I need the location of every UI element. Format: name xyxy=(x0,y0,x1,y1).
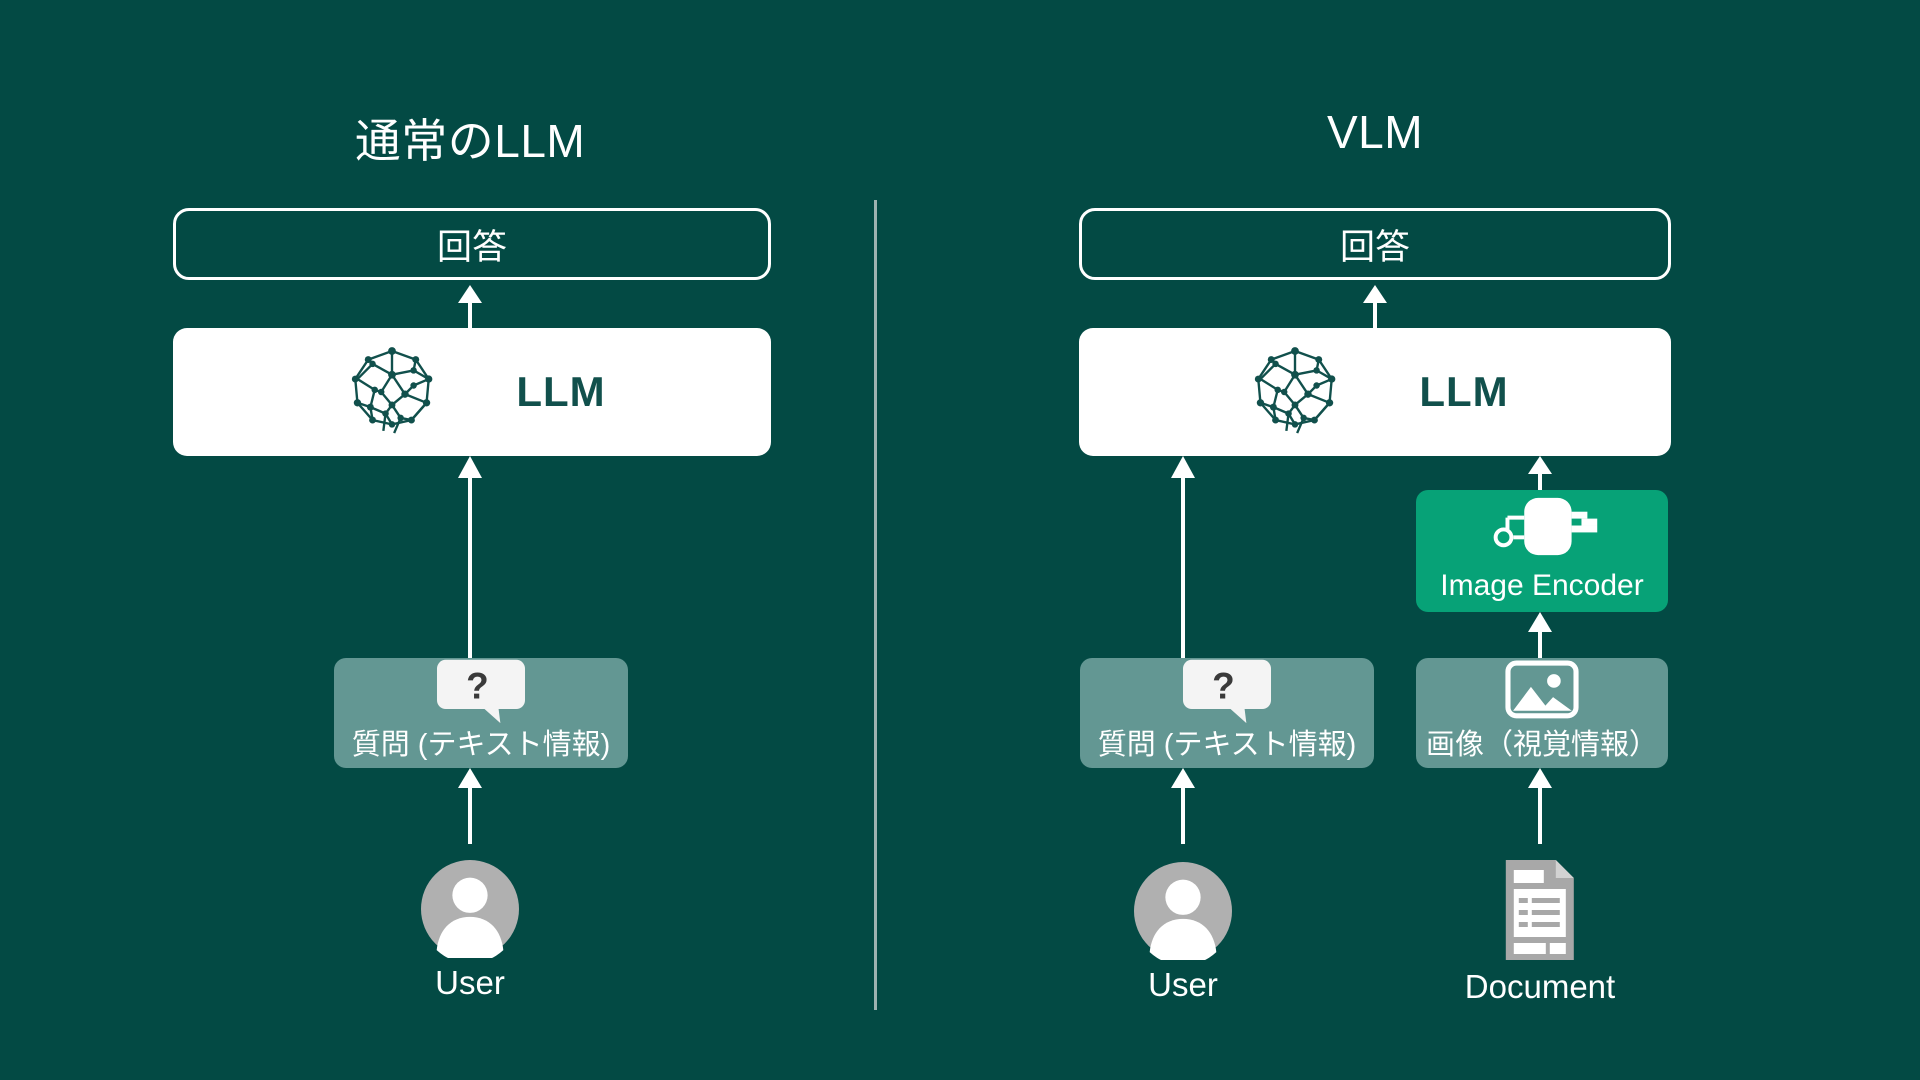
arrow-document-to-image xyxy=(1528,768,1552,844)
picture-icon xyxy=(1505,660,1579,719)
brain-network-icon xyxy=(1255,347,1336,434)
image-encoder-box: Image Encoder xyxy=(1416,490,1668,612)
image-box: 画像（視覚情報） xyxy=(1416,658,1668,768)
llm-label: LLM xyxy=(516,368,606,415)
llm-card-right: LLM xyxy=(1079,328,1671,456)
arrow-user-to-question-right xyxy=(1171,768,1195,844)
answer-box-llm: 回答 xyxy=(173,208,771,280)
question-bubble-icon: ? xyxy=(1182,659,1272,724)
answer-label-vlm: 回答 xyxy=(1339,227,1410,267)
question-label-right: 質問 (テキスト情報) xyxy=(1097,728,1357,761)
panel-title-llm: 通常のLLM xyxy=(354,115,586,167)
arrow-image-to-encoder xyxy=(1528,612,1552,660)
question-label: 質問 (テキスト情報) xyxy=(351,728,611,761)
answer-box-vlm: 回答 xyxy=(1079,208,1671,280)
user-label: User xyxy=(435,964,505,1001)
document-icon xyxy=(1506,860,1574,960)
source-document: Document xyxy=(1465,858,1615,1006)
question-box-right: ? 質問 (テキスト情報) xyxy=(1080,658,1374,768)
arrow-question-to-llm-left xyxy=(458,456,482,658)
answer-label: 回答 xyxy=(436,227,507,267)
chip-encoder-icon xyxy=(1493,497,1598,556)
user-avatar-icon xyxy=(1134,862,1232,960)
svg-text:?: ? xyxy=(1212,665,1235,706)
user-avatar-icon xyxy=(421,860,519,958)
source-user-right: User xyxy=(1134,862,1232,1004)
llm-card-left: LLM xyxy=(173,328,771,456)
arrow-llm-to-answer xyxy=(458,285,482,331)
arrow-encoder-to-llm xyxy=(1528,456,1552,490)
question-box-left: ? 質問 (テキスト情報) xyxy=(334,658,628,768)
image-encoder-label: Image Encoder xyxy=(1440,569,1644,602)
panel-divider xyxy=(874,200,877,1010)
llm-label-right: LLM xyxy=(1419,368,1509,415)
arrow-user-to-question-left xyxy=(458,768,482,844)
image-label: 画像（視覚情報） xyxy=(1425,728,1658,761)
question-bubble-icon: ? xyxy=(436,659,526,724)
user-label-right: User xyxy=(1148,966,1218,1003)
document-label: Document xyxy=(1464,968,1616,1005)
panel-title-vlm: VLM xyxy=(1326,106,1424,158)
brain-network-icon xyxy=(352,347,433,434)
arrow-question-to-llm-right xyxy=(1171,456,1195,658)
arrow-llm-to-answer-right xyxy=(1363,285,1387,331)
source-user-left: User xyxy=(421,860,519,1002)
svg-text:?: ? xyxy=(466,665,489,706)
